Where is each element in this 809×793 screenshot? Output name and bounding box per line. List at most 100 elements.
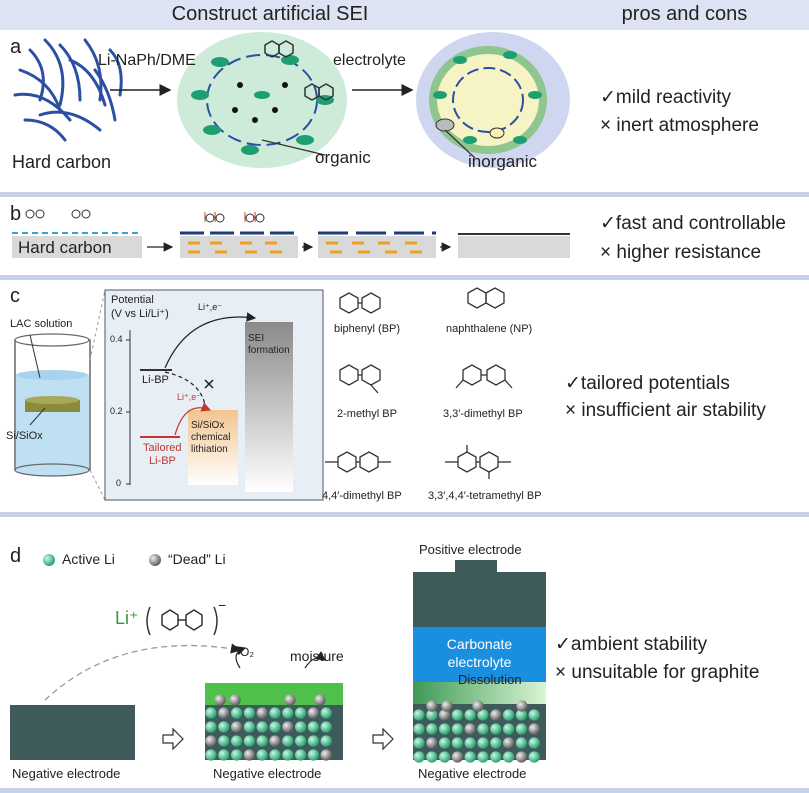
- label-hard-carbon-a: Hard carbon: [12, 152, 112, 172]
- label-moisture: moisture: [290, 648, 344, 664]
- dead-li-ball: [229, 694, 241, 706]
- active-li-ball: [282, 735, 294, 747]
- panel-d-pro: ✓ambient stability: [555, 634, 708, 655]
- tick-0-4: 0.4: [110, 334, 123, 344]
- hard-carbon-bar-b3: [318, 236, 436, 258]
- header-title-construct-sei: Construct artificial SEI: [171, 3, 369, 25]
- active-li-ball: [451, 737, 463, 749]
- active-li-ball: [282, 707, 294, 719]
- label-li-naph-dme: Li-NaPh/DME: [98, 52, 196, 69]
- header-title-pros-cons: pros and cons: [621, 3, 748, 25]
- label-positive-electrode: Positive electrode: [419, 542, 522, 557]
- active-li-ball: [243, 735, 255, 747]
- label-inorganic: inorganic: [468, 152, 537, 171]
- active-li-ball: [205, 721, 217, 733]
- active-li-ball: [451, 723, 463, 735]
- panel-letter-c: c: [10, 285, 20, 307]
- active-li-ball: [295, 735, 307, 747]
- dead-li-ball: [516, 700, 528, 712]
- panel-d-con: × unsuitable for graphite: [555, 662, 760, 683]
- dead-li-ball: [528, 723, 540, 735]
- active-li-ball: [413, 723, 425, 735]
- active-li-ball: [205, 707, 217, 719]
- label-charge: −: [218, 597, 227, 613]
- dead-li-ball: [503, 737, 515, 749]
- label-organic: organic: [315, 148, 371, 167]
- label-negative-electrode-3: Negative electrode: [418, 766, 527, 781]
- label-hard-carbon-b: Hard carbon: [18, 238, 112, 257]
- molecule-label-44dmbp: 4,4′-dimethyl BP: [322, 490, 402, 502]
- y-axis-label-1: Potential: [111, 294, 154, 306]
- hard-carbon-fibers: [13, 38, 123, 142]
- label-tailored-1: Tailored: [143, 442, 182, 454]
- y-axis-label-2: (V vs Li/Li⁺): [111, 308, 169, 320]
- panel-a-pro: ✓mild reactivity: [600, 87, 731, 108]
- separator-bottom: [0, 788, 809, 793]
- panel-b-pro: ✓fast and controllable: [600, 213, 786, 234]
- separator-ab: [0, 192, 809, 197]
- active-li-ball: [490, 751, 502, 763]
- electron-dots: [232, 82, 288, 123]
- active-li-ball: [503, 709, 515, 721]
- active-li-ball: [256, 749, 268, 761]
- active-li-ball: [243, 721, 255, 733]
- label-li-plus: Li⁺: [115, 608, 139, 628]
- dead-li-ball: [231, 721, 243, 733]
- active-li-ball: [256, 721, 268, 733]
- dead-li-ball: [426, 700, 438, 712]
- li-ball-grid: [205, 694, 540, 763]
- inorganic-blobs: [433, 51, 542, 144]
- label-sei-2: formation: [248, 345, 290, 356]
- dead-li-ball: [490, 709, 502, 721]
- active-li-ball: [451, 709, 463, 721]
- active-li-ball: [307, 735, 319, 747]
- label-chem-lith-2: chemical: [191, 432, 231, 443]
- active-li-ball: [439, 737, 451, 749]
- active-li-ball: [477, 751, 489, 763]
- active-li-ball: [231, 707, 243, 719]
- active-li-ball: [503, 751, 515, 763]
- active-li-ball: [282, 749, 294, 761]
- label-li-e-top: Li⁺,e⁻: [198, 302, 223, 312]
- active-li-ball: [439, 723, 451, 735]
- panel-letter-d: d: [10, 545, 22, 567]
- active-li-ball: [205, 749, 217, 761]
- label-lac-solution: LAC solution: [10, 318, 73, 330]
- active-li-ball: [218, 721, 230, 733]
- dead-li-ball: [243, 749, 255, 761]
- active-li-ball: [515, 723, 528, 735]
- organic-blobs: [191, 55, 334, 155]
- panel-letter-a: a: [10, 36, 22, 58]
- dead-li-ball: [426, 737, 438, 749]
- dead-li-ball: [269, 735, 281, 747]
- molecule-label-2mbp: 2-methyl BP: [337, 408, 397, 420]
- dead-li-ball: [282, 721, 294, 733]
- label-li-e-mid: Li⁺,e⁻: [177, 392, 202, 402]
- molecule-structures: [325, 287, 513, 479]
- active-li-ball: [231, 749, 243, 761]
- molecule-label-tmbp: 3,3′,4,4′-tetramethyl BP: [428, 490, 542, 502]
- separator-bc: [0, 275, 809, 280]
- label-tailored-2: Li-BP: [149, 455, 176, 467]
- dead-li-ball: [464, 723, 476, 735]
- active-li-ball: [477, 737, 489, 749]
- process-arrow-2: [372, 727, 394, 751]
- dead-li-ball: [214, 694, 226, 706]
- active-li-ball: [464, 709, 476, 721]
- dead-li-ball: [307, 707, 319, 719]
- dead-li-ball: [284, 694, 296, 706]
- active-li-ball: [413, 737, 425, 749]
- dead-li-ball: [218, 707, 230, 719]
- active-li-ball: [490, 723, 502, 735]
- active-li-ball: [528, 751, 540, 763]
- active-li-ball: [231, 735, 243, 747]
- active-li-ball: [295, 749, 307, 761]
- label-sei-1: SEI: [248, 333, 265, 344]
- dead-li-ball: [205, 735, 217, 747]
- label-dissolution: Dissolution: [458, 672, 522, 687]
- beaker: [14, 333, 91, 477]
- active-li-ball: [218, 735, 230, 747]
- label-chem-lith-1: Si/SiOx: [191, 420, 225, 431]
- active-li-ball: [439, 751, 451, 763]
